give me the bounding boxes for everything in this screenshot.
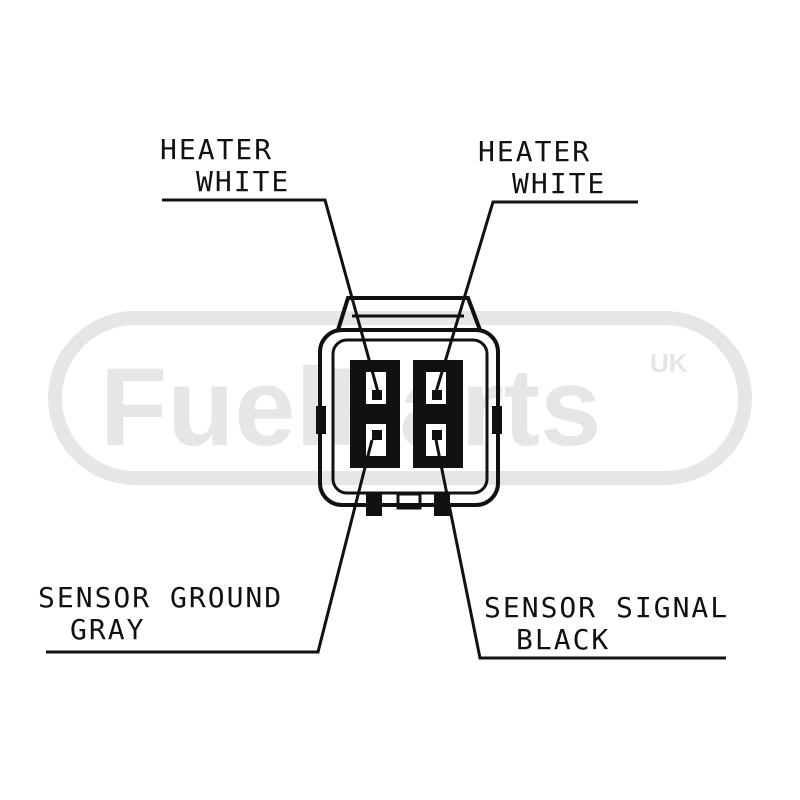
contact-top-right — [432, 390, 442, 400]
label-heater-left-line1: HEATER — [160, 133, 274, 166]
leader-heater-right — [434, 200, 638, 393]
leader-sensor-signal — [434, 439, 726, 660]
right-side-tab — [492, 406, 502, 434]
label-heater-right-line1: HEATER — [478, 135, 592, 168]
bottom-tab-left — [366, 494, 382, 516]
connector-latch — [336, 296, 482, 331]
left-side-tab — [316, 406, 326, 434]
contact-top-left — [372, 390, 382, 400]
contact-bottom-right — [432, 430, 442, 440]
label-sensor-signal-line2: BLACK — [516, 623, 611, 656]
leader-lines — [46, 198, 726, 660]
terminal-contacts — [372, 390, 442, 440]
leader-sensor-ground — [46, 439, 374, 654]
bottom-tab-right — [434, 494, 450, 516]
bottom-key — [396, 492, 422, 510]
watermark-region: UK — [650, 348, 688, 378]
contact-bottom-left — [372, 430, 382, 440]
label-heater-left-line2: WHITE — [196, 165, 291, 198]
label-sensor-ground-line1: SENSOR GROUND — [38, 581, 284, 614]
label-heater-right-line2: WHITE — [512, 167, 607, 200]
label-sensor-signal-line1: SENSOR SIGNAL — [484, 591, 730, 624]
leader-heater-left — [162, 198, 380, 393]
watermark-outline — [48, 311, 752, 485]
label-sensor-ground-line2: GRAY — [70, 613, 146, 646]
